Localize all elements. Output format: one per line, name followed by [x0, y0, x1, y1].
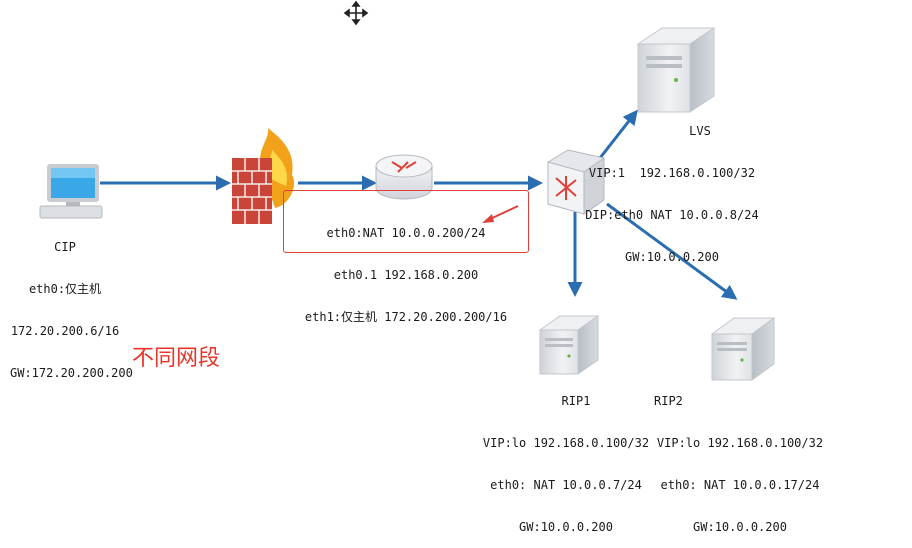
client-line-2: 172.20.200.6/16: [10, 324, 120, 338]
firewall-icon: [232, 128, 295, 224]
rip2-name: RIP2: [654, 394, 683, 408]
rip1-server-icon: [538, 315, 600, 375]
lvs-name: LVS: [689, 124, 711, 138]
router-line-1: eth0:NAT 10.0.0.200/24: [326, 226, 486, 240]
client-name: CIP: [54, 240, 76, 254]
rip2-line-3: GW:10.0.0.200: [693, 520, 787, 534]
switch-icon: [547, 149, 605, 215]
annotation-arrow-icon: [482, 205, 519, 223]
rip2-line-1: VIP:lo 192.168.0.100/32: [656, 436, 824, 450]
router-line-2: eth0.1 192.168.0.200: [333, 268, 479, 282]
lvs-line-3: GW:10.0.0.200: [625, 250, 719, 264]
client-line-3: GW:172.20.200.200: [10, 366, 133, 380]
rip2-label: RIP2 VIP:lo 192.168.0.100/32 eth0: NAT 1…: [650, 366, 830, 548]
client-line-1: eth0:仅主机: [28, 282, 102, 296]
lvs-line-1: VIP:1 192.168.0.100/32: [588, 166, 756, 180]
lvs-label: LVS VIP:1 192.168.0.100/32 DIP:eth0 NAT …: [580, 96, 764, 278]
rip1-name: RIP1: [561, 394, 591, 408]
router-label: eth0:NAT 10.0.0.200/24 eth0.1 192.168.0.…: [288, 198, 524, 338]
lvs-server-icon: [636, 27, 716, 113]
rip1-line-3: GW:10.0.0.200: [519, 520, 613, 534]
arrow-switch-lvs: [598, 109, 638, 159]
client-pc-icon: [39, 164, 103, 219]
rip1-label: RIP1 VIP:lo 192.168.0.100/32 eth0: NAT 1…: [476, 366, 656, 548]
lvs-line-2: DIP:eth0 NAT 10.0.0.8/24: [585, 208, 759, 222]
network-segment-note: 不同网段: [132, 346, 221, 371]
connection-arrows: [100, 109, 738, 300]
rip2-server-icon: [710, 317, 776, 381]
client-label: CIP eth0:仅主机 172.20.200.6/16 GW:172.20.2…: [10, 212, 133, 394]
rip2-line-2: eth0: NAT 10.0.0.17/24: [660, 478, 820, 492]
arrow-switch-rip2: [606, 202, 738, 300]
move-cursor-icon: [343, 0, 369, 26]
router-line-3: eth1:仅主机 172.20.200.200/16: [304, 310, 508, 324]
router-highlight-box: [283, 190, 529, 253]
rip1-line-2: eth0: NAT 10.0.0.7/24: [490, 478, 642, 492]
rip1-line-1: VIP:lo 192.168.0.100/32: [482, 436, 650, 450]
